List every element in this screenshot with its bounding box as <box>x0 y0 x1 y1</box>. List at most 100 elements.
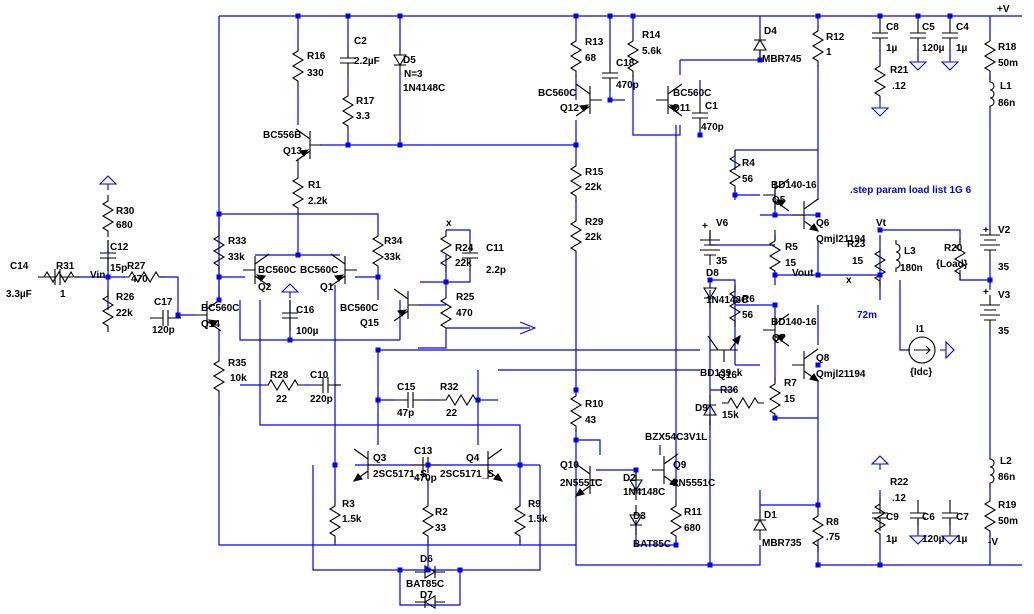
resistor-r30[interactable] <box>102 194 114 238</box>
resistor-r7[interactable] <box>769 377 781 421</box>
transistor-q15[interactable] <box>393 288 421 322</box>
value-r31: 1 <box>60 289 66 300</box>
transistor-q12[interactable] <box>575 83 603 117</box>
label-d5-extra: N=3 <box>404 69 423 80</box>
capacitor-c17[interactable] <box>149 309 182 327</box>
wire[interactable] <box>710 279 736 365</box>
resistor-r5[interactable] <box>769 234 781 278</box>
resistor-r14[interactable] <box>627 34 639 78</box>
ground-symbol[interactable] <box>941 55 959 71</box>
net-label-x-left: x <box>446 218 452 229</box>
resistor-r12[interactable] <box>812 24 824 68</box>
battery-v3[interactable] <box>979 294 1001 331</box>
ground-symbol[interactable] <box>939 341 955 359</box>
wire[interactable] <box>735 304 776 320</box>
value-c7: 1µ <box>956 534 968 545</box>
wire[interactable] <box>259 300 521 478</box>
wire[interactable] <box>219 213 379 230</box>
capacitor-c15[interactable] <box>394 391 427 409</box>
value-r25: 470 <box>456 308 473 319</box>
junction-dot <box>443 279 449 285</box>
value-r30: 680 <box>116 220 133 231</box>
resistor-r36[interactable] <box>721 397 765 409</box>
resistor-r3[interactable] <box>329 499 341 543</box>
resistor-r4[interactable] <box>729 149 741 193</box>
wire[interactable] <box>900 229 961 240</box>
value-q6: Qmjl21194 <box>816 234 866 245</box>
ground-symbol[interactable] <box>99 175 117 191</box>
current-source-i1[interactable] <box>908 336 936 364</box>
resistor-r10[interactable] <box>570 389 582 433</box>
resistor-r29[interactable] <box>570 214 582 258</box>
value-r1: 2.2k <box>308 196 328 207</box>
wire[interactable] <box>420 255 447 283</box>
ref-q15: Q15 <box>360 318 379 329</box>
value-d4: MBR745 <box>762 54 802 65</box>
wire[interactable] <box>632 75 681 136</box>
resistor-r9[interactable] <box>514 499 526 543</box>
resistor-r31[interactable] <box>37 271 81 283</box>
wire[interactable] <box>218 397 576 546</box>
ref-i1: I1 <box>916 324 925 335</box>
wire[interactable] <box>710 545 761 566</box>
transistor-q8[interactable] <box>791 348 819 382</box>
value-d8: 1N4148C <box>706 295 748 306</box>
wire[interactable] <box>160 276 195 316</box>
ref-r24: R24 <box>455 243 474 254</box>
resistor-r35[interactable] <box>213 354 225 398</box>
ref-d1: D1 <box>764 510 777 521</box>
resistor-r11[interactable] <box>670 499 682 543</box>
ref-r17: R17 <box>356 96 375 107</box>
value-c14: 3.3µF <box>6 289 32 300</box>
value-r27: 470 <box>131 274 148 285</box>
resistor-r26[interactable] <box>102 289 114 333</box>
resistor-r21[interactable] <box>874 59 886 103</box>
value-c12: 15p <box>110 263 127 274</box>
resistor-r34[interactable] <box>372 229 384 273</box>
wire[interactable] <box>899 280 910 351</box>
resistor-r24[interactable] <box>440 229 452 273</box>
resistor-r18[interactable] <box>984 34 996 78</box>
ground-symbol[interactable] <box>281 283 299 299</box>
resistor-r17[interactable] <box>342 89 354 133</box>
ref-c16: C16 <box>296 305 315 316</box>
ground-symbol[interactable] <box>871 101 889 117</box>
resistor-r8[interactable] <box>812 509 824 553</box>
junction-dot <box>425 462 431 468</box>
resistor-r13[interactable] <box>570 34 582 78</box>
wire[interactable] <box>959 270 990 281</box>
inductor-l1[interactable] <box>989 77 995 111</box>
ground-symbol[interactable] <box>871 455 889 471</box>
wire[interactable] <box>575 440 710 566</box>
ref-c14: C14 <box>10 261 29 272</box>
ref-l3: L3 <box>904 246 916 257</box>
junction-layer <box>105 13 993 573</box>
junction-dot <box>216 274 222 280</box>
value-r32: 22 <box>446 408 458 419</box>
wire[interactable] <box>418 334 447 349</box>
resistor-r19[interactable] <box>984 494 996 538</box>
wire[interactable] <box>575 430 601 455</box>
wire[interactable] <box>446 270 471 283</box>
resistor-r1[interactable] <box>292 171 304 215</box>
wire[interactable] <box>239 300 400 341</box>
value-c6: 120µ <box>922 534 945 545</box>
resistor-r16[interactable] <box>292 44 304 88</box>
resistor-r15[interactable] <box>570 159 582 203</box>
wire[interactable] <box>446 229 471 240</box>
ref-c12: C12 <box>110 242 129 253</box>
value-d2: 1N4148C <box>623 487 665 498</box>
ref-q16: Q16 <box>718 370 737 381</box>
resistor-r2[interactable] <box>422 499 434 543</box>
junction-dot <box>630 13 636 19</box>
inductor-l2[interactable] <box>989 454 995 488</box>
spice-directive[interactable]: .step param load list 1G 6 <box>850 185 972 196</box>
ground-symbol[interactable] <box>909 55 927 71</box>
resistor-r28[interactable] <box>261 379 305 391</box>
value-q4: 2SC5171_S <box>440 469 494 480</box>
ref-r8: R8 <box>826 517 839 528</box>
wire[interactable] <box>709 230 775 246</box>
wire[interactable] <box>680 50 761 61</box>
